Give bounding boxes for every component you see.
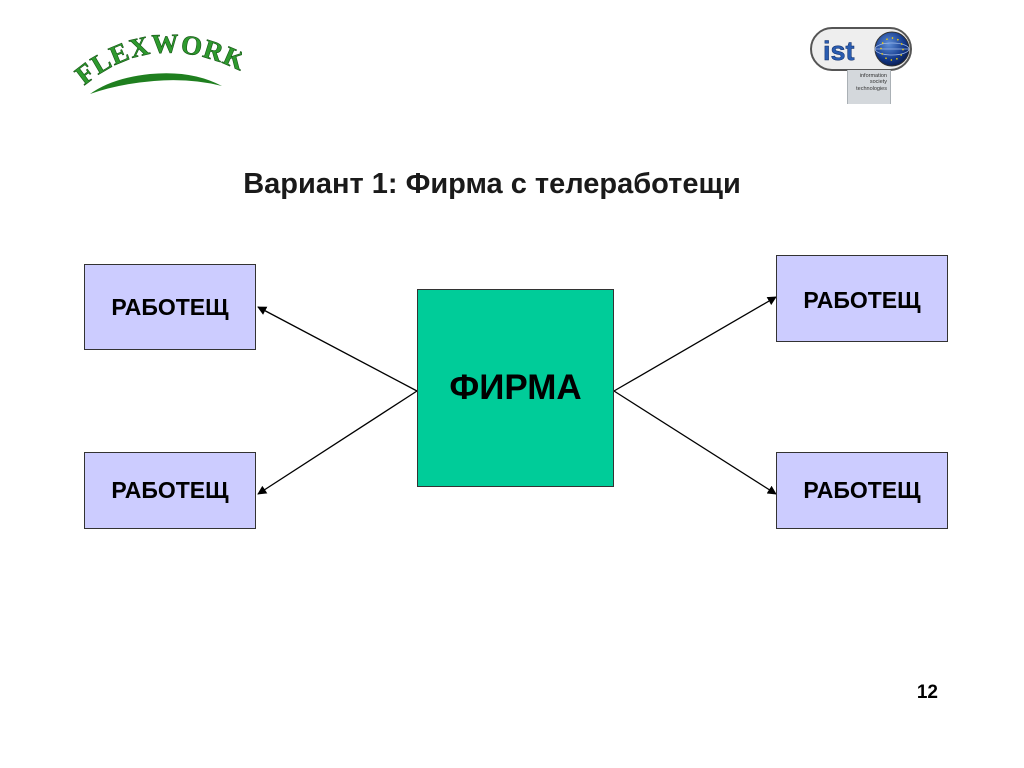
flexwork-logo-text: FLEXWORK	[72, 28, 242, 90]
arrow-firm-to-worker-top-left	[257, 306, 418, 392]
worker-box-top-right: РАБОТЕЩ	[776, 255, 948, 342]
ist-tagline: information society technologies	[847, 70, 891, 104]
worker-label: РАБОТЕЩ	[111, 477, 229, 503]
ist-logo-text: ist	[823, 36, 855, 66]
worker-box-top-left: РАБОТЕЩ	[84, 264, 256, 350]
worker-label: РАБОТЕЩ	[803, 477, 921, 503]
page-title: Вариант 1: Фирма с телеработещи	[243, 168, 741, 200]
firm-box: ФИРМА	[417, 289, 614, 487]
eu-stars-icon	[880, 37, 904, 61]
flexwork-logo: FLEXWORK	[72, 28, 242, 94]
worker-label: РАБОТЕЩ	[111, 293, 229, 320]
worker-box-bottom-right: РАБОТЕЩ	[776, 452, 948, 529]
arrow-firm-to-worker-top-right	[613, 296, 777, 392]
page-number: 12	[916, 682, 938, 703]
arrow-firm-to-worker-bottom-left	[257, 390, 418, 495]
worker-label: РАБОТЕЩ	[803, 287, 921, 313]
flexwork-swoosh	[90, 73, 222, 94]
arrow-firm-to-worker-bottom-right	[613, 390, 777, 495]
ist-logo: ist	[810, 27, 912, 71]
firm-label: ФИРМА	[449, 368, 582, 407]
worker-box-bottom-left: РАБОТЕЩ	[84, 452, 256, 529]
